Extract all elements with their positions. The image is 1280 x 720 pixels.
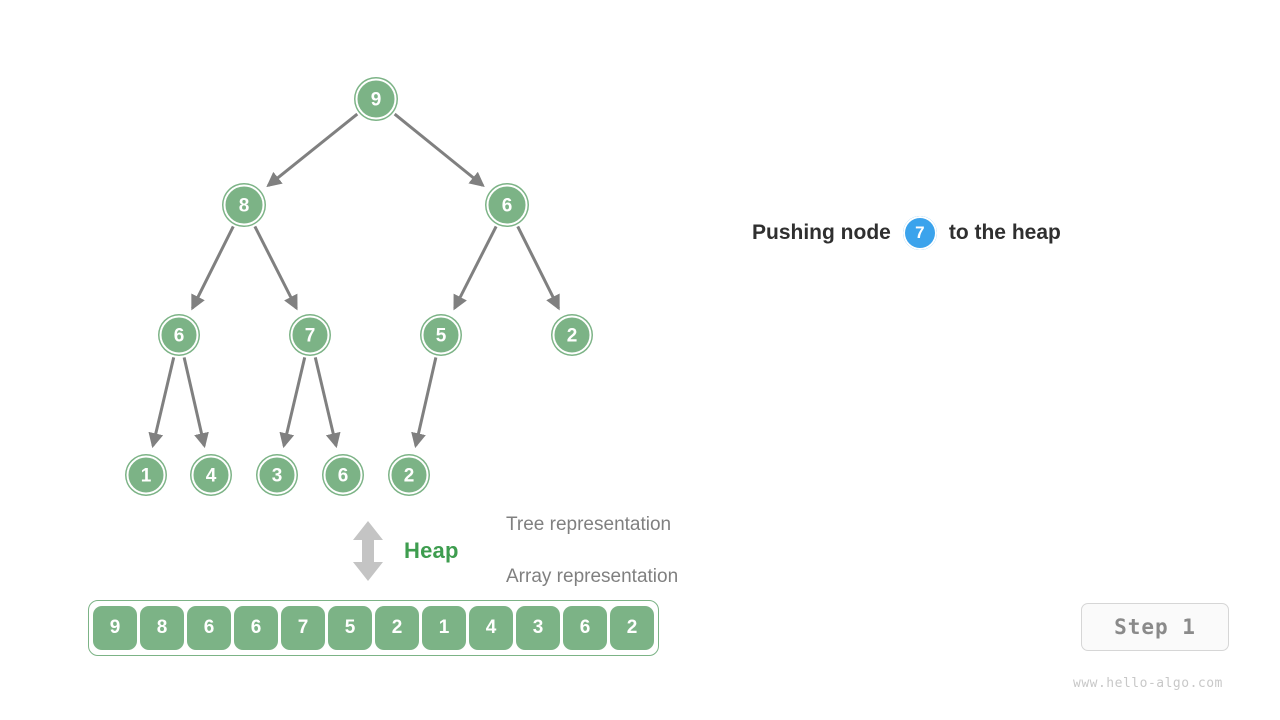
node-value: 9: [371, 90, 382, 111]
tree-edge: [182, 357, 209, 449]
node-value: 8: [239, 196, 250, 217]
tree-edge: [191, 225, 235, 311]
array-cell: 2: [610, 606, 654, 650]
array-cell: 8: [140, 606, 184, 650]
node-circle: [485, 183, 529, 227]
step-badge: Step 1: [1081, 603, 1229, 651]
node-inner-ring: [290, 315, 330, 355]
push-annotation: Pushing node 7 to the heap: [752, 216, 1061, 250]
tree-node: 6: [158, 314, 200, 356]
array-cell: 4: [469, 606, 513, 650]
annotation-prefix: Pushing node: [752, 221, 891, 244]
node-inner-ring: [191, 455, 231, 495]
node-inner-ring: [223, 184, 265, 226]
annotation-suffix: to the heap: [948, 221, 1061, 244]
node-circle: [420, 314, 462, 356]
heap-label: Heap: [404, 538, 459, 563]
tree-node: 4: [190, 454, 232, 496]
tree-edge: [253, 225, 298, 311]
node-value: 6: [174, 326, 185, 347]
tree-edge: [393, 112, 485, 188]
array-cell: 9: [93, 606, 137, 650]
node-value: 1: [141, 466, 152, 487]
tree-node: 7: [289, 314, 331, 356]
tree-edges: [148, 112, 560, 449]
tree-node: 6: [485, 183, 529, 227]
node-inner-ring: [323, 455, 363, 495]
node-circle: [551, 314, 593, 356]
node-value: 4: [206, 466, 217, 487]
tree-edge: [516, 225, 560, 311]
tree-node: 2: [388, 454, 430, 496]
heap-legend: Heap: [350, 512, 459, 590]
tree-edge: [279, 357, 307, 449]
node-circle: [222, 183, 266, 227]
node-inner-ring: [159, 315, 199, 355]
node-circle: [190, 454, 232, 496]
node-value: 2: [404, 466, 415, 487]
node-inner-ring: [552, 315, 592, 355]
tree-nodes: 9 8 6 6 7 5 2 1 4 3 6 2: [125, 77, 593, 496]
tree-node: 6: [322, 454, 364, 496]
tree-node: 1: [125, 454, 167, 496]
array-cell: 6: [234, 606, 278, 650]
node-circle: [158, 314, 200, 356]
node-inner-ring: [126, 455, 166, 495]
node-circle: [354, 77, 398, 121]
node-inner-ring: [421, 315, 461, 355]
node-circle: [289, 314, 331, 356]
node-inner-ring: [355, 78, 397, 120]
tree-node: 3: [256, 454, 298, 496]
node-circle: [256, 454, 298, 496]
array-cell: 2: [375, 606, 419, 650]
site-footer: www.hello-algo.com: [1073, 676, 1223, 691]
tree-representation-label: Tree representation: [506, 514, 672, 535]
representation-labels: Tree representation Array representation: [506, 512, 786, 590]
array-cell: 7: [281, 606, 325, 650]
node-value: 3: [272, 466, 283, 487]
tree-node: 9: [354, 77, 398, 121]
node-value: 6: [338, 466, 349, 487]
array-cell: 6: [563, 606, 607, 650]
array-cell: 5: [328, 606, 372, 650]
node-circle: [322, 454, 364, 496]
array-cell: 6: [187, 606, 231, 650]
node-value: 2: [567, 326, 578, 347]
array-cell: 1: [422, 606, 466, 650]
array-cell: 3: [516, 606, 560, 650]
tree-edge: [453, 225, 498, 311]
array-representation-label: Array representation: [506, 566, 679, 587]
node-value: 7: [305, 326, 316, 347]
node-circle: [388, 454, 430, 496]
node-inner-ring: [389, 455, 429, 495]
tree-node: 8: [222, 183, 266, 227]
node-value: 6: [502, 196, 513, 217]
node-circle: [125, 454, 167, 496]
tree-node: 2: [551, 314, 593, 356]
tree-edge: [313, 357, 341, 449]
node-inner-ring: [257, 455, 297, 495]
double-arrow-vertical-icon: [353, 521, 383, 581]
highlighted-node-7: 7: [902, 216, 937, 250]
tree-edge: [148, 357, 176, 449]
tree-node: 5: [420, 314, 462, 356]
node-inner-ring: [486, 184, 528, 226]
node-value: 5: [436, 326, 447, 347]
tree-edge: [411, 357, 438, 449]
tree-edge: [266, 112, 359, 188]
